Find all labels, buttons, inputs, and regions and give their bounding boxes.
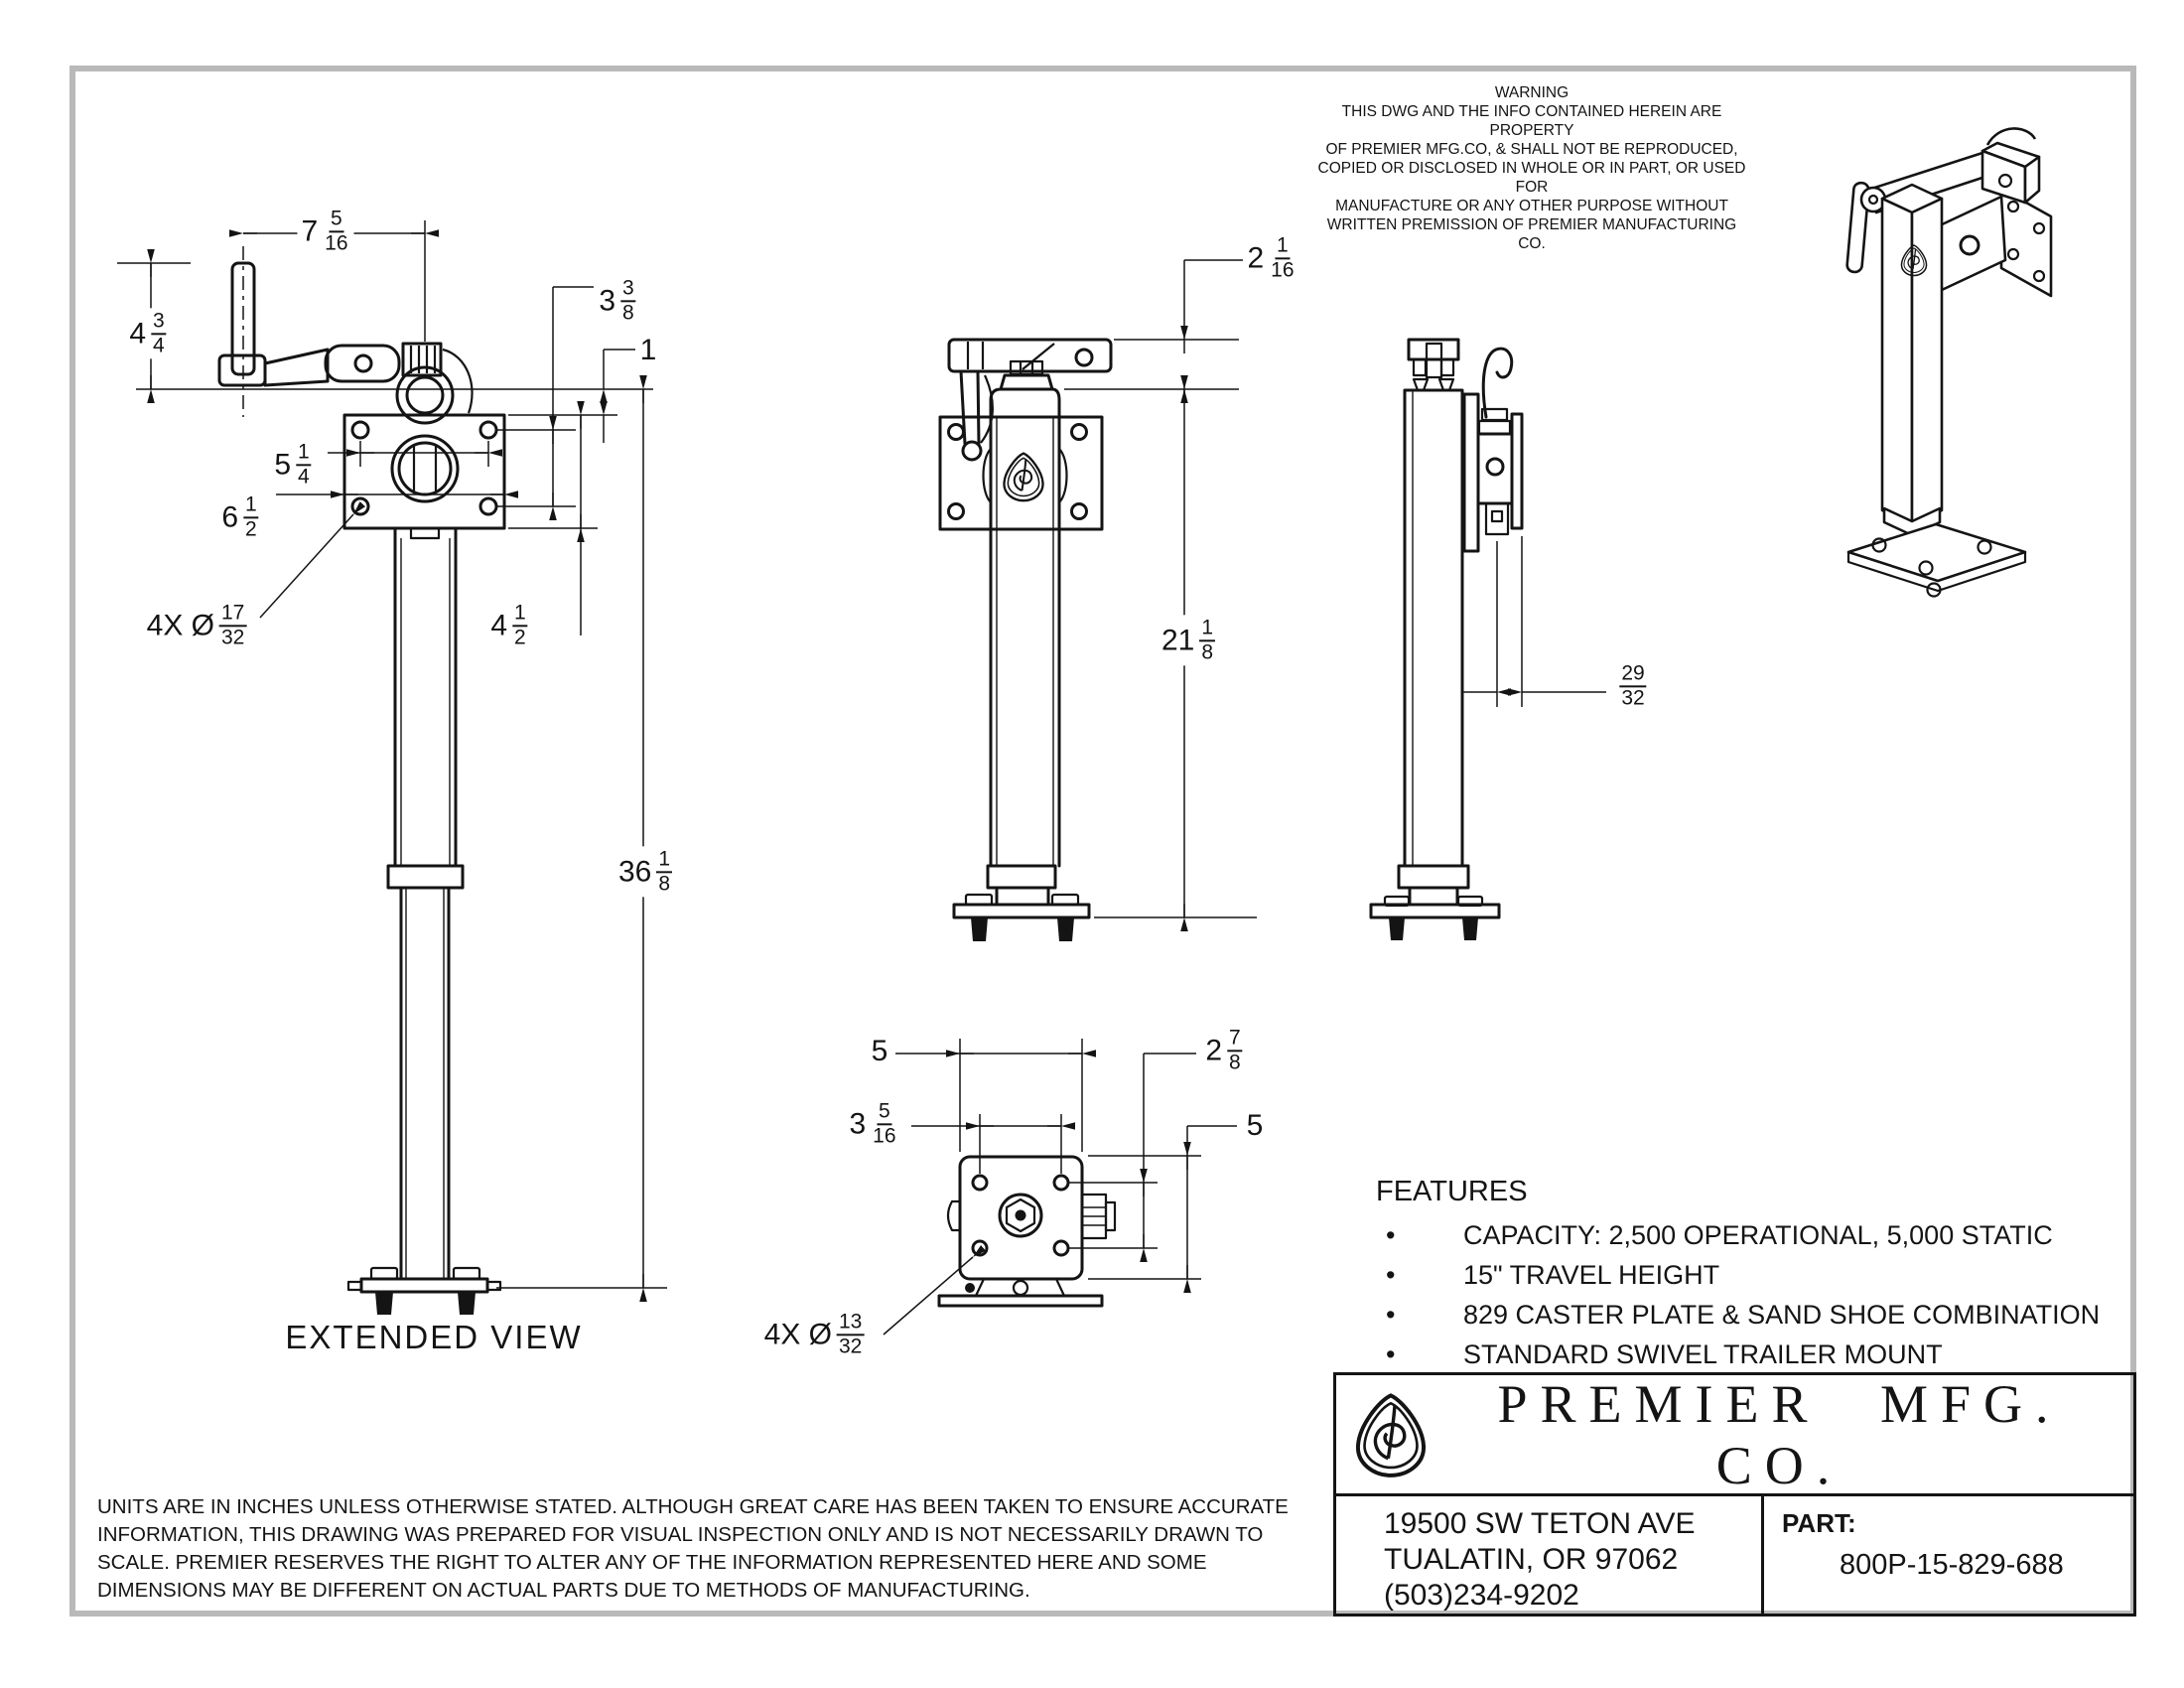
company-name: PREMIER MFG. CO. (1497, 1373, 2062, 1495)
bottom-view-art (883, 1039, 1237, 1336)
feature-item: • STANDARD SWIVEL TRAILER MOUNT (1376, 1339, 2111, 1370)
extended-view-art (117, 220, 667, 1315)
warning-line: OF PREMIER MFG.CO, & SHALL NOT BE REPROD… (1325, 141, 1738, 158)
company-address: 19500 SW TETON AVE TUALATIN, OR 97062 (5… (1336, 1496, 1761, 1617)
dim-5-right: 5 (1242, 1109, 1268, 1143)
address-line: (503)234-9202 (1384, 1579, 1579, 1612)
disclaimer-line: INFORMATION, THIS DRAWING WAS PREPARED F… (97, 1523, 1264, 1546)
address-line: 19500 SW TETON AVE (1384, 1507, 1696, 1540)
feature-item: • 829 CASTER PLATE & SAND SHOE COMBINATI… (1376, 1300, 2111, 1331)
warning-note: WARNING THIS DWG AND THE INFO CONTAINED … (1313, 83, 1750, 253)
part-label: PART: (1782, 1508, 1856, 1538)
warning-line: THIS DWG AND THE INFO CONTAINED HEREIN A… (1341, 103, 1722, 139)
features-list: FEATURES • CAPACITY: 2,500 OPERATIONAL, … (1376, 1176, 2111, 1379)
side-view-art (1369, 338, 1606, 940)
warning-title: WARNING (1494, 84, 1570, 101)
title-block-header: PREMIER MFG. CO. (1336, 1373, 2133, 1496)
bullet: • (1386, 1260, 1396, 1290)
dim-5-top: 5 (867, 1035, 892, 1068)
feature-item: • CAPACITY: 2,500 OPERATIONAL, 5,000 STA… (1376, 1220, 2111, 1251)
premier-logo-icon (1003, 452, 1044, 502)
disclaimer-line: UNITS ARE IN INCHES UNLESS OTHERWISE STA… (97, 1495, 1289, 1518)
warning-line: COPIED OR DISCLOSED IN WHOLE OR IN PART,… (1317, 160, 1746, 196)
feature-item: • 15" TRAVEL HEIGHT (1376, 1260, 2111, 1291)
address-line: TUALATIN, OR 97062 (1384, 1543, 1679, 1576)
features-title: FEATURES (1376, 1176, 1528, 1207)
disclaimer-note: UNITS ARE IN INCHES UNLESS OTHERWISE STA… (97, 1493, 1328, 1605)
premier-logo-icon (1336, 1383, 1445, 1486)
part-cell: PART: 800P-15-829-688 (1761, 1496, 2133, 1617)
extended-view-label: EXTENDED VIEW (285, 1319, 583, 1355)
sheet-border (69, 66, 2136, 1617)
disclaimer-line: SCALE. PREMIER RESERVES THE RIGHT TO ALT… (97, 1551, 1207, 1574)
dim-1: 1 (635, 334, 661, 367)
title-block: PREMIER MFG. CO. 19500 SW TETON AVE TUAL… (1333, 1372, 2136, 1617)
part-number: 800P-15-829-688 (1840, 1549, 2064, 1581)
warning-line: MANUFACTURE OR ANY OTHER PURPOSE WITHOUT (1335, 198, 1728, 214)
warning-line: WRITTEN PREMISSION OF PREMIER MANUFACTUR… (1326, 216, 1737, 252)
isometric-view-art (1845, 127, 2053, 598)
bullet: • (1386, 1220, 1396, 1250)
dim-whole: 7 (301, 214, 319, 247)
bullet: • (1386, 1300, 1396, 1330)
disclaimer-line: DIMENSIONS MAY BE DIFFERENT ON ACTUAL PA… (97, 1579, 1030, 1602)
bullet: • (1386, 1339, 1396, 1369)
retracted-front-view-art (938, 259, 1257, 941)
